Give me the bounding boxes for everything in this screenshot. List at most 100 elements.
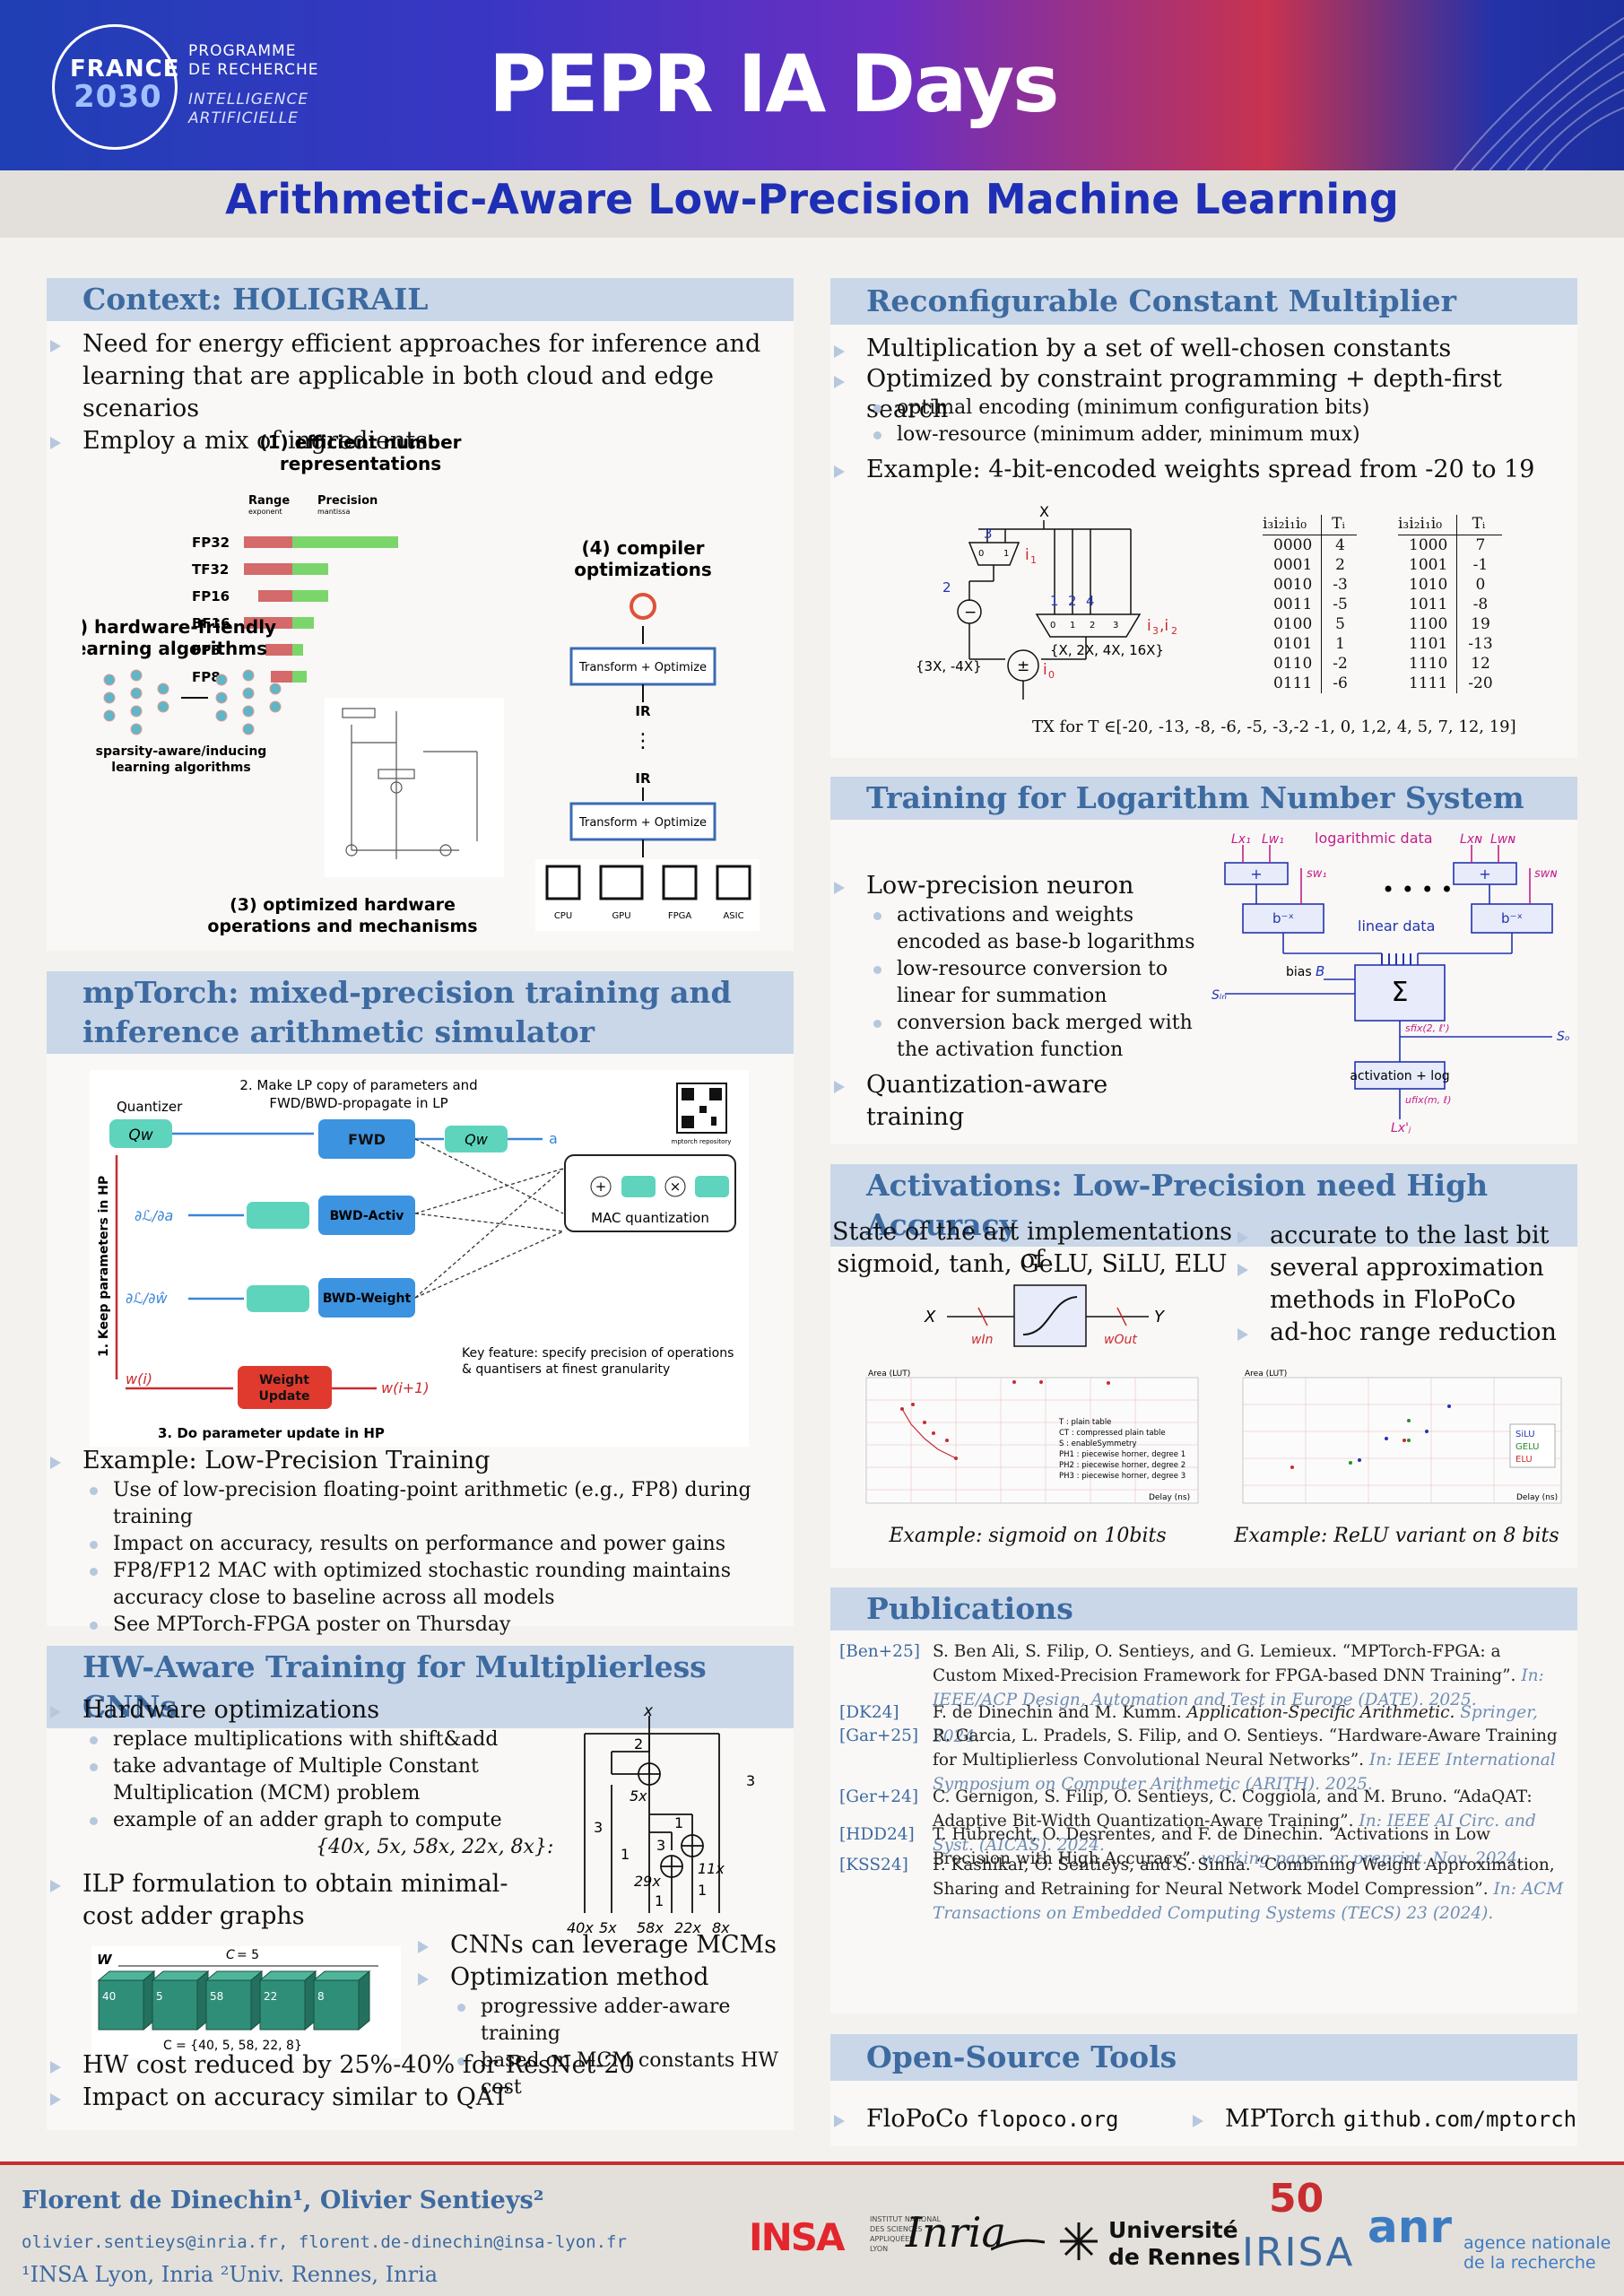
insa-logo: INSA xyxy=(749,2215,846,2259)
rcm-two2: 2 xyxy=(1068,593,1077,609)
plot1-xlabel: Delay (ns) xyxy=(1149,1493,1190,1502)
bwd-activ-label: BWD-Activ xyxy=(330,1209,404,1223)
lns-sin: Sᵢₙ xyxy=(1211,988,1227,1003)
table-cell: 1100 xyxy=(1398,614,1458,634)
table-cell: 0110 xyxy=(1263,654,1323,674)
format-label: FP8 xyxy=(192,642,221,658)
table-cell: 0011 xyxy=(1263,595,1323,614)
act-y: Y xyxy=(1154,1308,1166,1326)
activations-heading: Activations: Low-Precision need High Acc… xyxy=(830,1164,1577,1247)
table-row: 0110-2 xyxy=(1263,654,1357,674)
plot1-legend: PH2 : piecewise horner, degree 2 xyxy=(1059,1461,1185,1470)
mptorch-heading-line1: mpTorch: mixed-precision training and xyxy=(83,975,732,1010)
qg-box xyxy=(247,1202,309,1229)
mptorch-figure: Quantizer 2. Make LP copy of parameters … xyxy=(90,1070,749,1447)
plot2-ylabel: Area (LUT) xyxy=(1245,1370,1287,1378)
section-tools: Open-Source Tools FloPoCo flopoco.org MP… xyxy=(830,2034,1577,2146)
asic-icon xyxy=(716,865,751,900)
fig-label-1a: (1) efficient number xyxy=(259,431,461,453)
transform-label: Transform + Optimize xyxy=(578,661,707,674)
rcm-set2: {X, 2X, 4X, 16X} xyxy=(1050,642,1164,658)
rcm-sub: optimal encoding (minimum configuration … xyxy=(866,395,1575,422)
anr-logo: anr xyxy=(1368,2201,1452,2253)
hwaware-sub: replace multiplications with shift&add xyxy=(83,1726,504,1753)
lns-act: activation + log xyxy=(1350,1069,1449,1083)
rcm-bullet: Example: 4-bit-encoded weights spread fr… xyxy=(830,454,1577,486)
lns-sub: conversion back merged with the activati… xyxy=(866,1010,1198,1064)
rcm-four: 4 xyxy=(1086,593,1095,609)
rcm-subs: optimal encoding (minimum configuration … xyxy=(866,395,1575,448)
graph-29x: 29x xyxy=(634,1873,661,1890)
table-header-cell: i₃i₂i₁i₀ xyxy=(1263,515,1323,535)
lns-bias: bias xyxy=(1286,965,1312,979)
anr-sub2: de la recherche xyxy=(1463,2253,1596,2273)
rcm-x: X xyxy=(1039,503,1049,520)
publication-authors: S. Ben Ali, S. Filip, O. Sentieys, and G… xyxy=(933,1642,1337,1661)
rcm-circuit: X 3 0 1 i 1 2 − 1 2 4 0 1 2 3 i 3 ,i 2 {… xyxy=(916,503,1177,700)
fig-label-4b: optimizations xyxy=(574,559,712,580)
weight-cube-figure: W C = 5 40 5 58 22 8 C = {40, 5, 58, 22,… xyxy=(91,1946,401,2058)
hwaware-heading: HW-Aware Training for Multiplierless CNN… xyxy=(47,1646,794,1728)
chip-label: GPU xyxy=(612,911,630,921)
context-bullets: Need for energy efficient approaches for… xyxy=(47,328,794,457)
fwd-label: FWD xyxy=(348,1131,386,1148)
graph-11x: 11x xyxy=(698,1860,725,1877)
inria-logo: Inria xyxy=(906,2208,1006,2257)
hwaware-bullet: Optimization method xyxy=(414,1961,791,1994)
plot2-xlabel: Delay (ns) xyxy=(1516,1493,1558,1502)
rcm-mux-b: 2 xyxy=(1090,621,1095,631)
event-title: PEPR IA Days xyxy=(489,38,1059,130)
publication-authors: R. Garcia, L. Pradels, S. Filip, and O. … xyxy=(933,1726,1324,1745)
poster-header: FRANCE 2030 PROGRAMME DE RECHERCHE INTEL… xyxy=(0,0,1624,170)
table-row: 1011-8 xyxy=(1398,595,1502,614)
hwaware-bullet: Impact on accuracy similar to QAT xyxy=(47,2082,794,2114)
mac-label: MAC quantization xyxy=(591,1210,709,1226)
table-cell: 0001 xyxy=(1263,555,1323,575)
tool-url[interactable]: flopoco.org xyxy=(976,2107,1119,2132)
format-label: FP8 xyxy=(192,669,221,685)
publication-title: “Activations in Low Precision with High … xyxy=(933,1825,1490,1868)
graph-edge: 1 xyxy=(621,1846,630,1863)
lns-sout: Sₒᵤₜ xyxy=(1557,1030,1570,1044)
compiler-icon xyxy=(630,593,656,620)
col-precision-sub: mantissa xyxy=(317,508,350,516)
table-cell: -20 xyxy=(1468,674,1493,692)
chip-label: CPU xyxy=(554,911,572,921)
table-cell: 0111 xyxy=(1263,674,1323,693)
bwd-weight-label: BWD-Weight xyxy=(323,1292,412,1306)
bwd-weight-box xyxy=(318,1278,415,1318)
cube-w: W xyxy=(97,1952,113,1968)
lns-swn: swɴ xyxy=(1534,867,1558,881)
hwaware-bullet: HW cost reduced by 25%-40% for ResNet-20 xyxy=(47,2049,794,2082)
rcm-mux-b: 3 xyxy=(1113,621,1118,631)
insa-sub2: DES SCIENCES xyxy=(870,2225,923,2233)
france2030-logo-ring xyxy=(52,24,178,150)
plus-sign: + xyxy=(595,1178,607,1195)
format-label: FP32 xyxy=(192,535,230,551)
lns-bullet: Low-precision neuron xyxy=(830,870,1207,902)
tool-url[interactable]: github.com/mptorch xyxy=(1343,2107,1577,2132)
table-cell: 0010 xyxy=(1263,575,1323,595)
key-feature-line2: & quantisers at finest granularity xyxy=(462,1362,670,1377)
table-row: 1101-13 xyxy=(1398,634,1502,654)
table-cell: 0 xyxy=(1475,576,1486,594)
qgw-box xyxy=(247,1285,309,1312)
cube-cw-set: = {40, 5, 58, 22, 8} xyxy=(176,2039,302,2053)
hwaware-bullets-bottom: HW cost reduced by 25%-40% for ResNet-20… xyxy=(47,2049,794,2114)
footer-emails[interactable]: olivier.sentieys@inria.fr, florent.de-di… xyxy=(22,2232,627,2252)
rcm-minus: − xyxy=(964,604,977,622)
inria-swoosh xyxy=(991,2239,1045,2251)
section-lns: Training for Logarithm Number System Low… xyxy=(830,777,1577,1144)
table-cell: 1010 xyxy=(1398,575,1458,595)
publication-text: F. de Dinechin and M. Kumm. Application-… xyxy=(933,1700,1569,1749)
fig-label-2a: (2) hardware-friendly xyxy=(83,616,276,638)
table-cell: 7 xyxy=(1475,536,1486,554)
mptorch-heading: mpTorch: mixed-precision training and in… xyxy=(47,971,794,1054)
chip-label: ASIC xyxy=(723,911,743,921)
qa-box xyxy=(445,1126,508,1152)
tools-heading: Open-Source Tools xyxy=(830,2034,1577,2081)
publication-venue: In: IEEE/ACP Design, Automation and Test… xyxy=(933,1666,1544,1709)
publication-key: [Ger+24] xyxy=(839,1787,919,1806)
section-mptorch: mpTorch: mixed-precision training and in… xyxy=(47,971,794,1636)
